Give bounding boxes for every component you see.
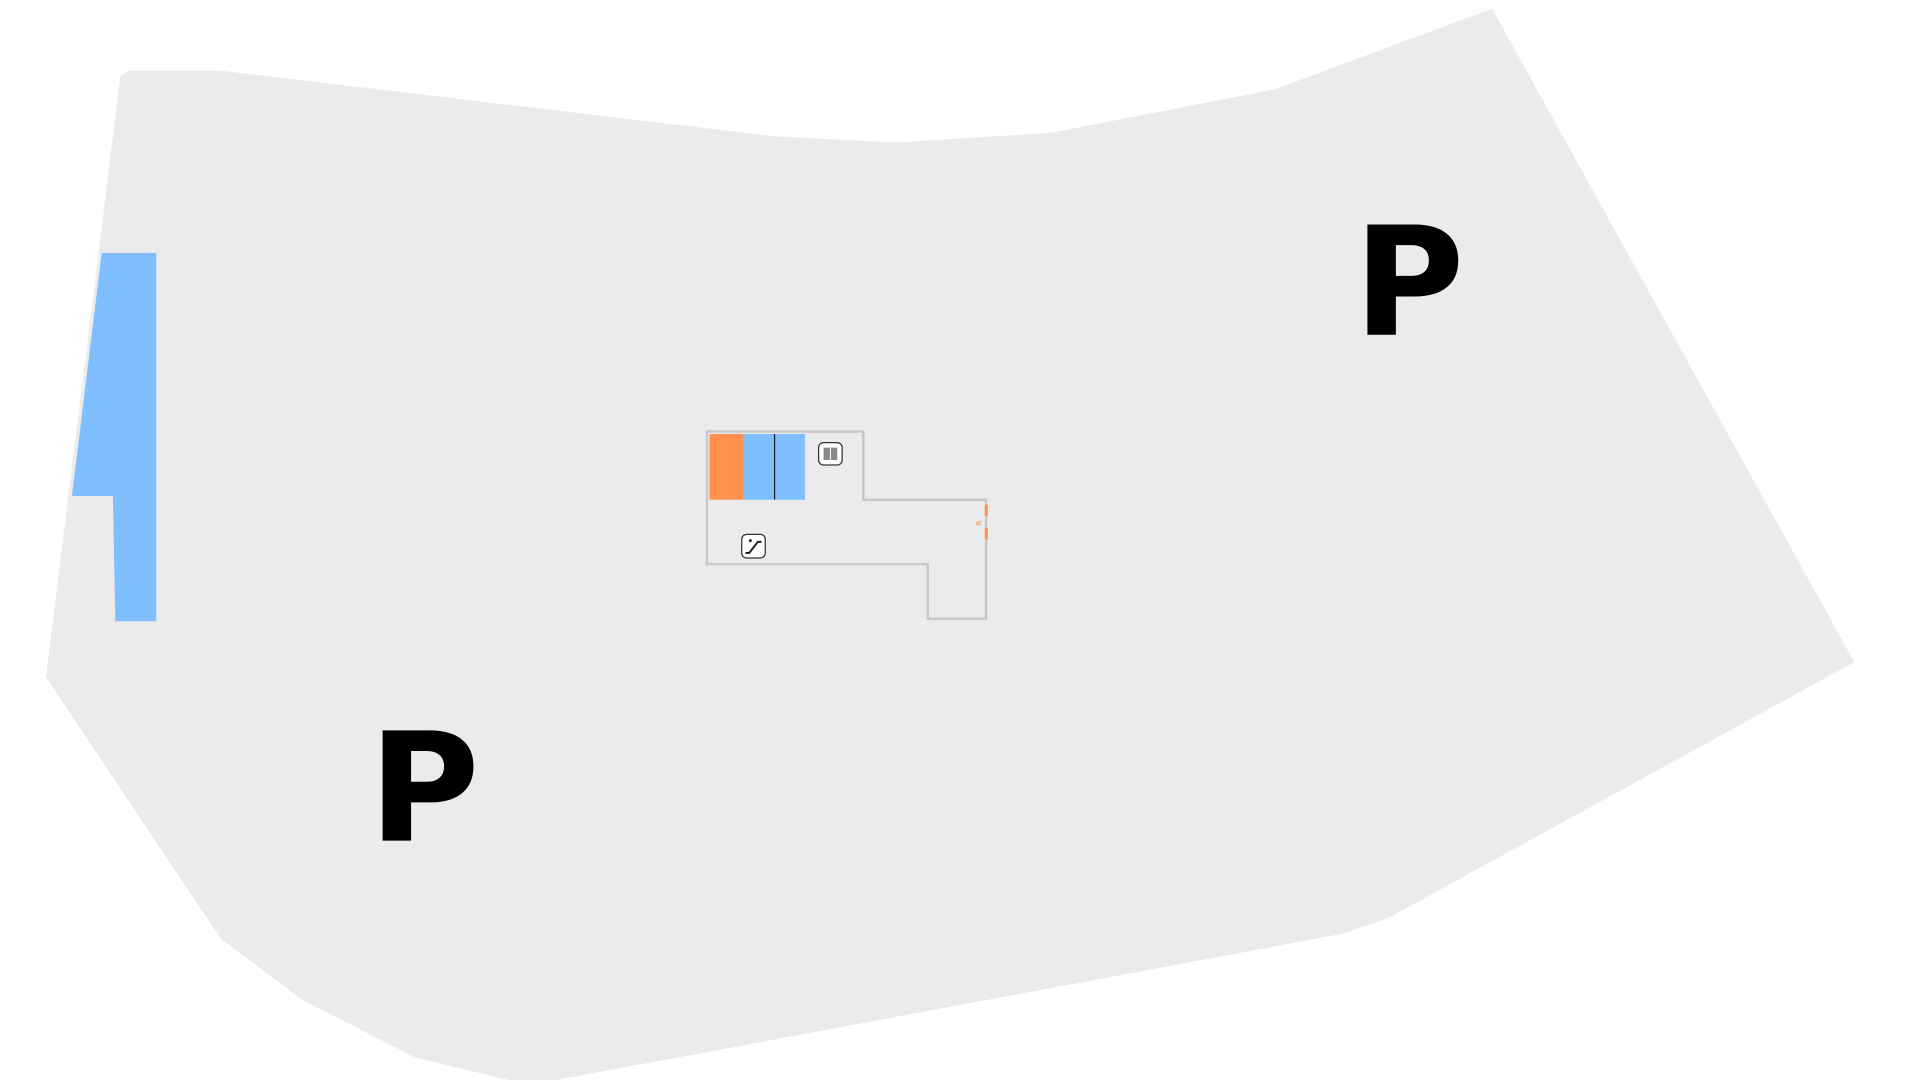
entrance-arrow-icon: « [975,515,983,530]
escalator-icon[interactable] [741,533,766,559]
blue-zone-west[interactable] [71,252,157,622]
building[interactable]: « [705,430,988,620]
parking-label-northeast[interactable]: P [1354,195,1465,371]
elevator-icon[interactable] [817,442,843,466]
orange-room[interactable] [709,433,743,500]
parking-label-southwest[interactable]: P [369,701,480,877]
entrance-marker[interactable]: « [975,504,988,540]
